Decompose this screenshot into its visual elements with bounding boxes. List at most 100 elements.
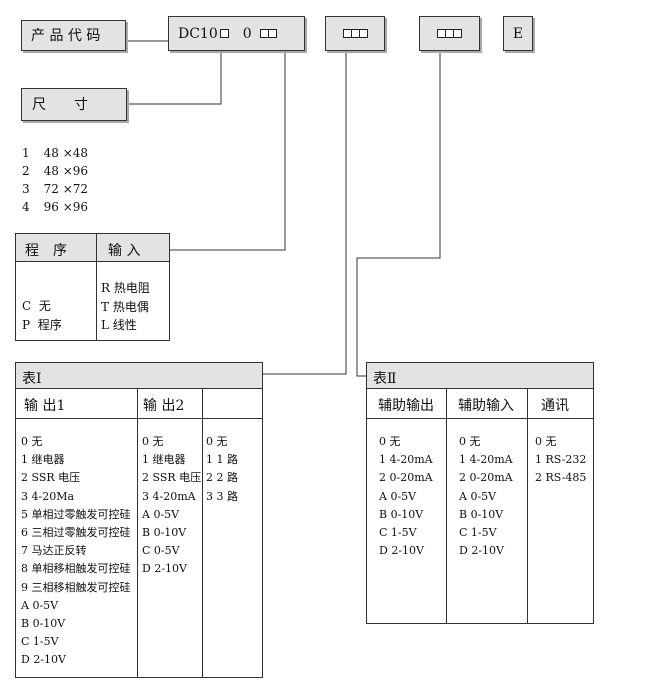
option-item: C 0-5V xyxy=(142,544,180,558)
table2-col3-list: 0 无 1 RS-232 2 RS-485 xyxy=(535,433,586,488)
option-item: 2 0-20mA xyxy=(379,471,433,485)
option-item: B 0-10V xyxy=(142,525,187,539)
table2-col-divider-2 xyxy=(527,388,528,623)
option-item: D 2-10V xyxy=(21,653,66,667)
option-item: 2 SSR 电压 xyxy=(21,471,81,485)
table2-col-divider-1 xyxy=(446,388,447,623)
model-code-box: DC10 0 xyxy=(168,16,305,51)
table1-slot-box xyxy=(325,16,385,51)
input-option: T 热电偶 xyxy=(101,299,149,314)
option-item: 2 2 路 xyxy=(206,471,238,485)
option-item: 3 4-20mA xyxy=(142,489,196,503)
table1-col2-list: 0 无 1 继电器 2 SSR 电压 3 4-20mA A 0-5V B 0-10V C 0… xyxy=(142,433,201,579)
suffix-e: E xyxy=(512,25,524,42)
table1-col-divider-2 xyxy=(202,388,203,677)
slot-square xyxy=(453,29,462,38)
option-item: 8 单相移相触发可控硅 xyxy=(21,562,131,576)
product-code-label-box: 产 品 代 码 xyxy=(21,20,126,51)
option-item: 1 继电器 xyxy=(21,453,65,467)
table2: 表Ⅱ 辅助输出 辅助输入 通讯 0 无 1 4-20mA 2 0-20mA A 0-5… xyxy=(366,362,594,624)
option-item: A 0-5V xyxy=(459,489,497,503)
option-item: A 0-5V xyxy=(379,489,417,503)
table2-title-row xyxy=(367,363,593,389)
program-option: C 无 xyxy=(22,299,51,313)
option-item: 9 三相移相触发可控硅 xyxy=(21,580,131,594)
option-item: 0 无 xyxy=(459,435,481,448)
input-options: R 热电阻 T 热电偶 L 线性 xyxy=(101,279,150,335)
program-input-table: 程 序 输 入 R 热电阻 T 热电偶 L 线性 C 无 P 程序 xyxy=(15,233,170,341)
option-item: 2 SSR 电压 xyxy=(142,471,202,485)
product-code-label: 产 品 代 码 xyxy=(31,27,101,44)
slot-square xyxy=(358,29,368,38)
table1-col-divider-1 xyxy=(137,388,138,677)
table2-col2-list: 0 无 1 4-20mA 2 0-20mA A 0-5V B 0-10V C 1-5V D … xyxy=(459,433,513,560)
table2-title: 表Ⅱ xyxy=(373,371,397,387)
option-item: A 0-5V xyxy=(142,507,180,521)
option-item: 3 4-20Ma xyxy=(21,489,75,503)
option-item: C 1-5V xyxy=(21,635,59,649)
option-item: 1 4-20mA xyxy=(459,453,513,467)
option-item: C 1-5V xyxy=(459,525,497,539)
table2-col1-list: 0 无 1 4-20mA 2 0-20mA A 0-5V B 0-10V C 1-5V D … xyxy=(379,433,433,560)
size-label: 尺 寸 xyxy=(32,96,88,113)
option-item: D 2-10V xyxy=(379,544,424,558)
option-item: C 1-5V xyxy=(379,525,417,539)
input-header: 输 入 xyxy=(108,243,141,259)
table2-col1-header: 辅助输出 xyxy=(378,398,434,414)
table1-col3-list: 0 无 1 1 路 2 2 路 3 3 路 xyxy=(206,433,238,506)
model-prefix: DC10 xyxy=(178,25,218,42)
option-item: 2 RS-485 xyxy=(535,471,587,485)
option-item: 0 无 xyxy=(142,435,164,448)
option-item: 1 继电器 xyxy=(142,453,186,467)
program-input-slot-squares xyxy=(259,29,277,38)
program-option: P 程序 xyxy=(22,317,62,332)
option-item: 1 RS-232 xyxy=(535,453,587,467)
option-item: B 0-10V xyxy=(459,507,504,521)
option-item: 1 4-20mA xyxy=(379,453,433,467)
option-item: 0 无 xyxy=(206,435,228,448)
option-item: D 2-10V xyxy=(142,562,187,576)
program-input-divider xyxy=(96,234,97,340)
option-item: 1 1 路 xyxy=(206,453,238,467)
table2-header-divider xyxy=(367,418,593,419)
input-option: R 热电阻 xyxy=(101,281,150,295)
option-item: 6 三相过零触发可控硅 xyxy=(21,525,131,539)
option-item: A 0-5V xyxy=(21,598,59,612)
model-zero: 0 xyxy=(242,25,252,42)
table1-title: 表Ⅰ xyxy=(22,371,42,387)
slot-square xyxy=(267,29,277,38)
input-option: L 线性 xyxy=(101,318,137,332)
table1-slot-squares xyxy=(342,29,368,38)
table1-col2-header: 输 出2 xyxy=(143,398,185,414)
table1-col1-header: 输 出1 xyxy=(24,398,66,414)
option-item: 5 单相过零触发可控硅 xyxy=(21,507,131,521)
size-label-box: 尺 寸 xyxy=(21,88,127,121)
table1-header-divider xyxy=(16,418,262,419)
size-slot-square xyxy=(219,29,229,38)
program-options: C 无 P 程序 xyxy=(22,297,62,334)
option-item: B 0-10V xyxy=(379,507,424,521)
option-item: 3 3 路 xyxy=(206,489,238,503)
table2-col3-header: 通讯 xyxy=(541,398,569,414)
table2-col2-header: 辅助输入 xyxy=(458,398,514,414)
suffix-e-box: E xyxy=(503,16,533,51)
program-input-header-row xyxy=(16,234,169,262)
option-item: 7 马达正反转 xyxy=(21,544,87,558)
table2-slot-box xyxy=(419,16,480,51)
option-item: D 2-10V xyxy=(459,544,504,558)
option-item: 0 无 xyxy=(535,435,557,448)
table1: 表Ⅰ 输 出1 输 出2 0 无 1 继电器 2 SSR 电压 3 4-20Ma 5 单… xyxy=(15,362,263,678)
option-item: 0 无 xyxy=(379,435,401,448)
option-item: B 0-10V xyxy=(21,616,66,630)
program-header: 程 序 xyxy=(25,243,67,259)
table1-title-row xyxy=(16,363,262,389)
option-item: 2 0-20mA xyxy=(459,471,513,485)
